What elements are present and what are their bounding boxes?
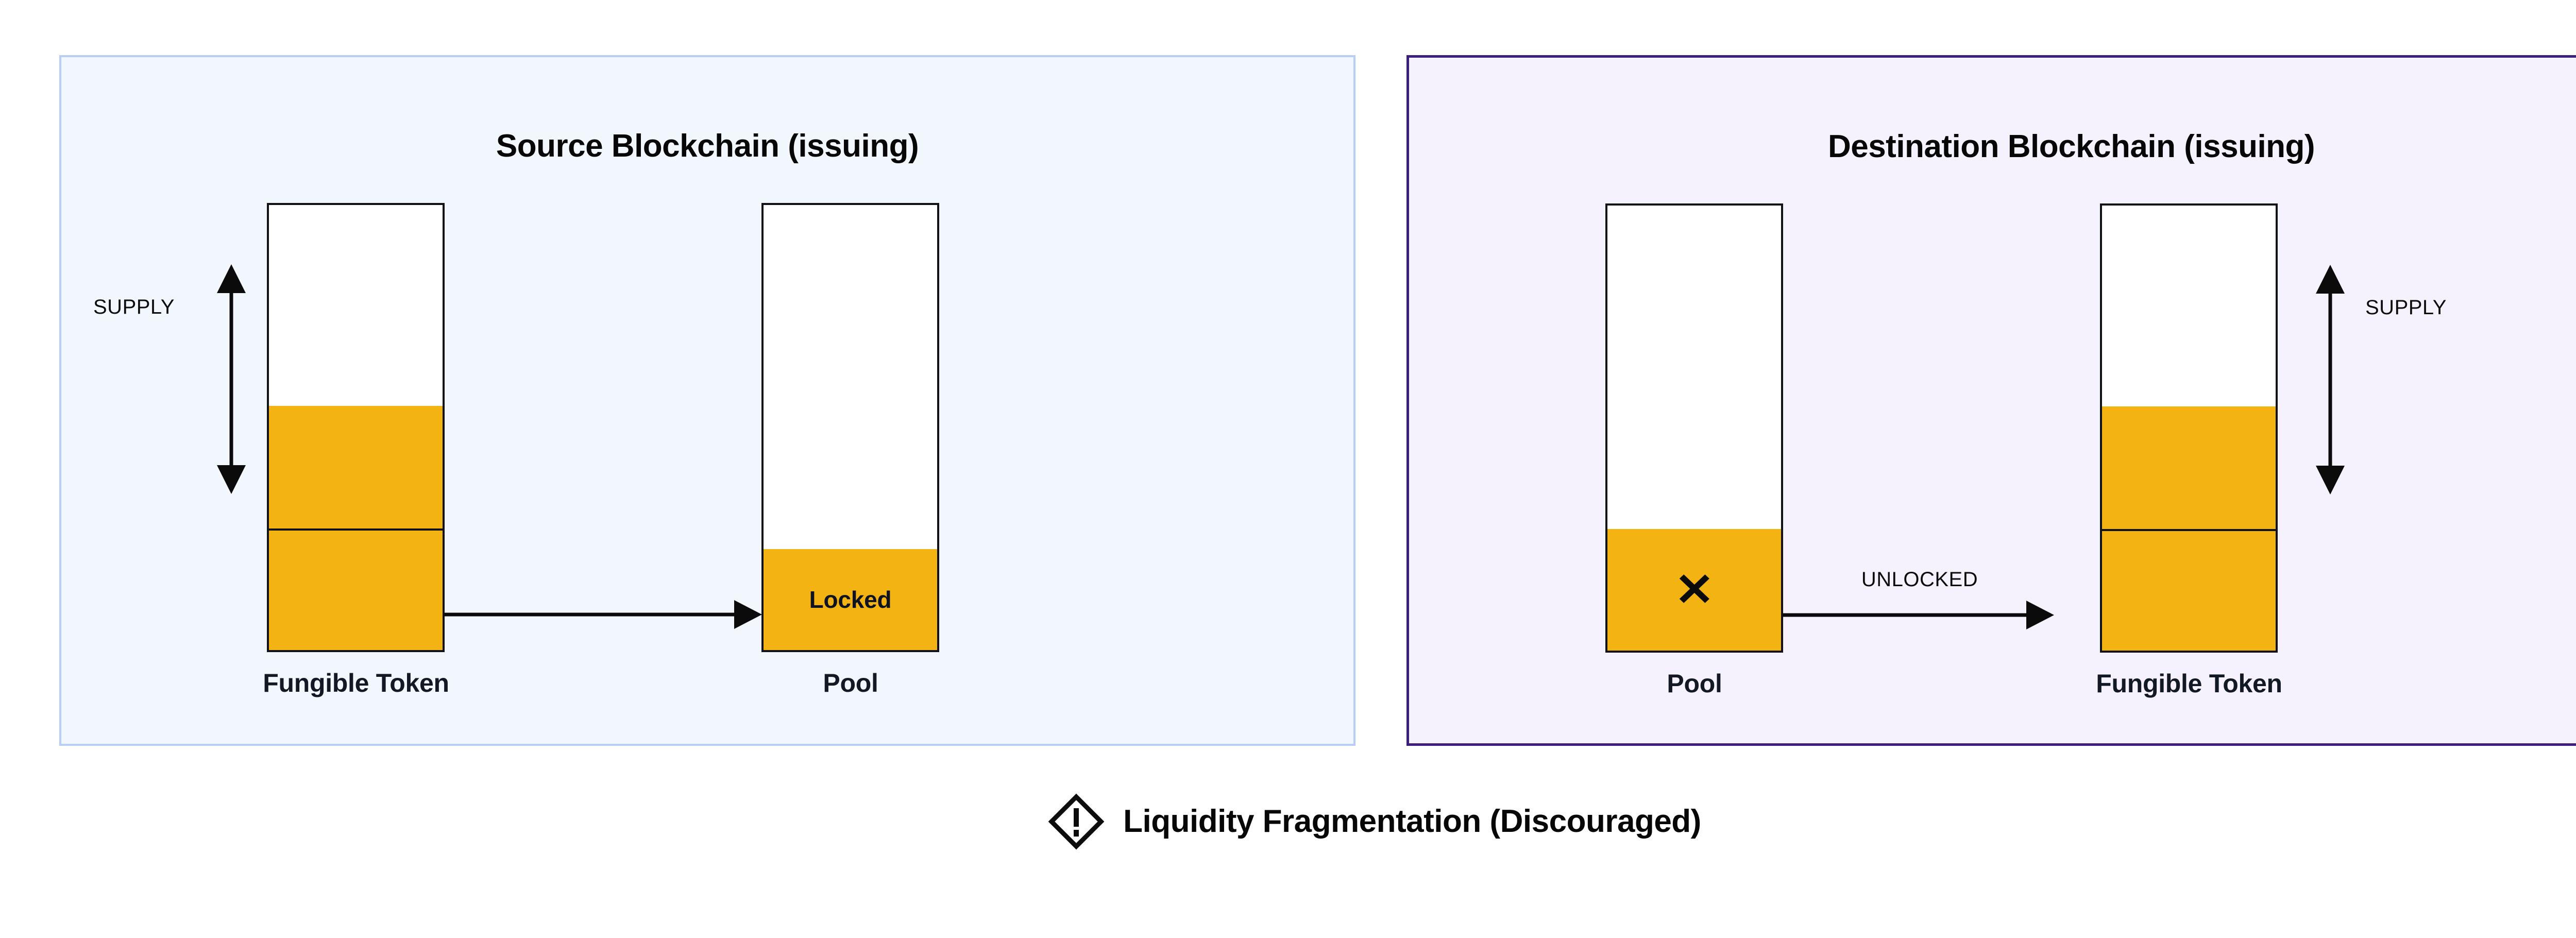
destination-panel-title: Destination Blockchain (issuing) [1827, 129, 2315, 164]
destination-token-segment-lower [2102, 529, 2276, 651]
liquidity-fragmentation-text: Liquidity Fragmentation (Discouraged) [1123, 804, 1701, 839]
source-token-segment-lower [269, 528, 443, 650]
destination-token-segment-upper [2102, 406, 2276, 529]
source-supply-label: SUPPLY [93, 296, 175, 318]
destination-flow-label: UNLOCKED [1861, 568, 1978, 591]
source-supply-arrow [217, 264, 246, 494]
cross-mark-icon: ✕ [1674, 564, 1715, 615]
source-token-segment-upper [269, 406, 443, 528]
source-panel-title: Source Blockchain (issuing) [496, 128, 919, 164]
destination-supply-label: SUPPLY [2365, 296, 2447, 319]
destination-blockchain-panel: Destination Blockchain (issuing) ✕ Pool … [1406, 55, 2576, 746]
source-pool-locked-segment: Locked [764, 549, 937, 650]
source-flow-arrow [445, 600, 762, 629]
source-fungible-token-caption: Fungible Token [263, 669, 449, 697]
warning-diamond-icon [1048, 793, 1105, 850]
source-pool-caption: Pool [823, 669, 878, 697]
destination-pool-caption: Pool [1667, 669, 1722, 698]
source-fungible-token-bar [267, 203, 445, 652]
source-blockchain-panel: Source Blockchain (issuing) SUPPLY Fungi… [59, 55, 1355, 746]
destination-fungible-token-bar [2100, 203, 2278, 653]
destination-pool-bar: ✕ [1605, 203, 1783, 653]
destination-fungible-token-caption: Fungible Token [2096, 669, 2282, 698]
liquidity-fragmentation-note: Liquidity Fragmentation (Discouraged) [0, 793, 2576, 850]
destination-pool-blocked-segment: ✕ [1607, 529, 1781, 651]
destination-supply-arrow [2316, 265, 2345, 494]
destination-flow-arrow [1783, 601, 2054, 629]
source-pool-locked-label: Locked [809, 586, 892, 613]
source-pool-bar: Locked [761, 203, 939, 652]
